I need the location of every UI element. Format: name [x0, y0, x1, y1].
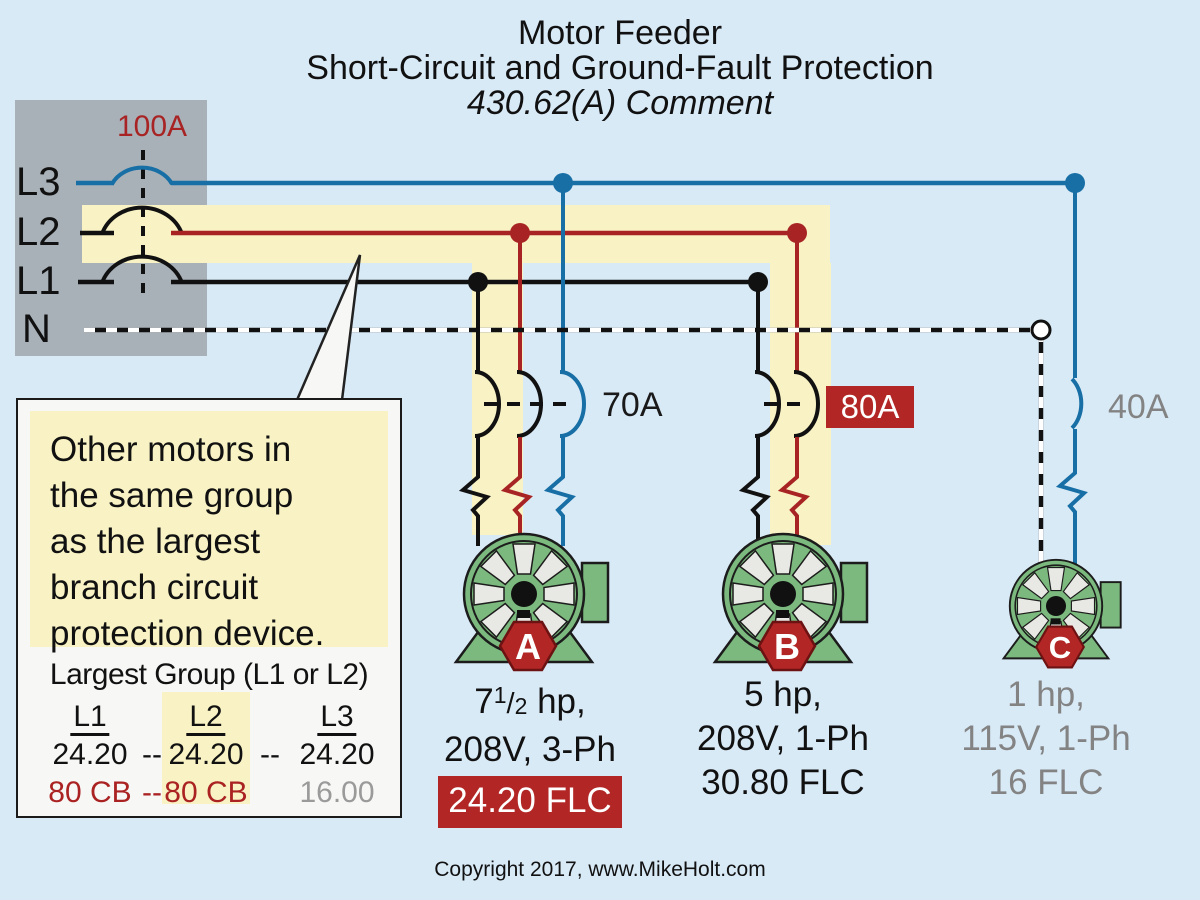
bus-label-l3: L3	[16, 160, 61, 204]
motor-b-flc: 30.80 FLC	[701, 763, 865, 802]
table-row2-dash: --	[142, 776, 162, 809]
breaker-c-rating: 40A	[1108, 388, 1169, 426]
branch-b-wires	[738, 234, 820, 546]
motor-a-flc-badge: 24.20 FLC	[438, 776, 622, 828]
bus-label-l1: L1	[16, 259, 61, 303]
table-title: Largest Group (L1 or L2)	[49, 658, 369, 691]
junction-dots	[468, 173, 1085, 341]
motor-a-letter: A	[515, 626, 541, 667]
title-line1: Motor Feeder	[517, 14, 723, 52]
feeder-breaker-100a	[100, 150, 184, 298]
motor-a-volts: 208V, 3-Ph	[444, 730, 616, 769]
table-col-l2: L2	[186, 700, 226, 736]
motor-c-labels: 1 hp, 115V, 1-Ph 16 FLC	[936, 673, 1156, 805]
callout-note-text: Other motors in the same group as the la…	[50, 430, 325, 653]
motor-b-letter: B	[774, 626, 800, 667]
table-row1-l3: 24.20	[299, 738, 375, 771]
table-row1-l1: 24.20	[52, 738, 128, 771]
motor-c-hp: 1 hp,	[1007, 675, 1085, 714]
branch-a-wires	[458, 184, 586, 546]
table-row2-l3: 16.00	[299, 776, 375, 809]
callout-pointer	[295, 254, 362, 401]
table-col-l3: L3	[317, 700, 357, 736]
branch-c-wires	[1038, 184, 1088, 574]
feeder-breaker-rating: 100A	[116, 110, 188, 143]
callout-note-highlight: Other motors in the same group as the la…	[30, 411, 388, 653]
page-title: Motor Feeder Short-Circuit and Ground-Fa…	[40, 16, 1200, 121]
bus-label-l2: L2	[16, 210, 61, 254]
motor-b-labels: 5 hp, 208V, 1-Ph 30.80 FLC	[673, 673, 893, 805]
motor-c-letter: C	[1048, 630, 1072, 665]
table-row2-l2: 80 CB	[164, 776, 248, 809]
table-row2-l1: 80 CB	[48, 776, 132, 809]
title-line2: Short-Circuit and Ground-Fault Protectio…	[306, 49, 934, 87]
table-row1-l2: 24.20	[168, 738, 244, 771]
motor-b-volts: 208V, 1-Ph	[697, 719, 869, 758]
motor-a-labels: 71/2 hp, 208V, 3-Ph 24.20 FLC	[420, 673, 640, 828]
table-row1-dash2: --	[260, 738, 280, 771]
bus-lines	[76, 180, 1075, 285]
table-row1-dash1: --	[142, 738, 162, 771]
bus-label-n: N	[22, 307, 51, 351]
breaker-a-rating: 70A	[602, 386, 663, 424]
motor-c-volts: 115V, 1-Ph	[961, 719, 1131, 758]
copyright-text: Copyright 2017, www.MikeHolt.com	[434, 858, 766, 881]
motor-c-flc: 16 FLC	[988, 763, 1104, 802]
callout-box: Other motors in the same group as the la…	[16, 398, 402, 818]
table-l2-column-highlight	[162, 692, 250, 804]
motor-b-hp: 5 hp,	[744, 675, 822, 714]
motor-a-hp: 71/2 hp,	[474, 682, 586, 721]
table-col-l1: L1	[70, 700, 110, 736]
title-line3: 430.62(A) Comment	[466, 84, 774, 122]
breaker-b-rating-badge: 80A	[826, 386, 914, 428]
